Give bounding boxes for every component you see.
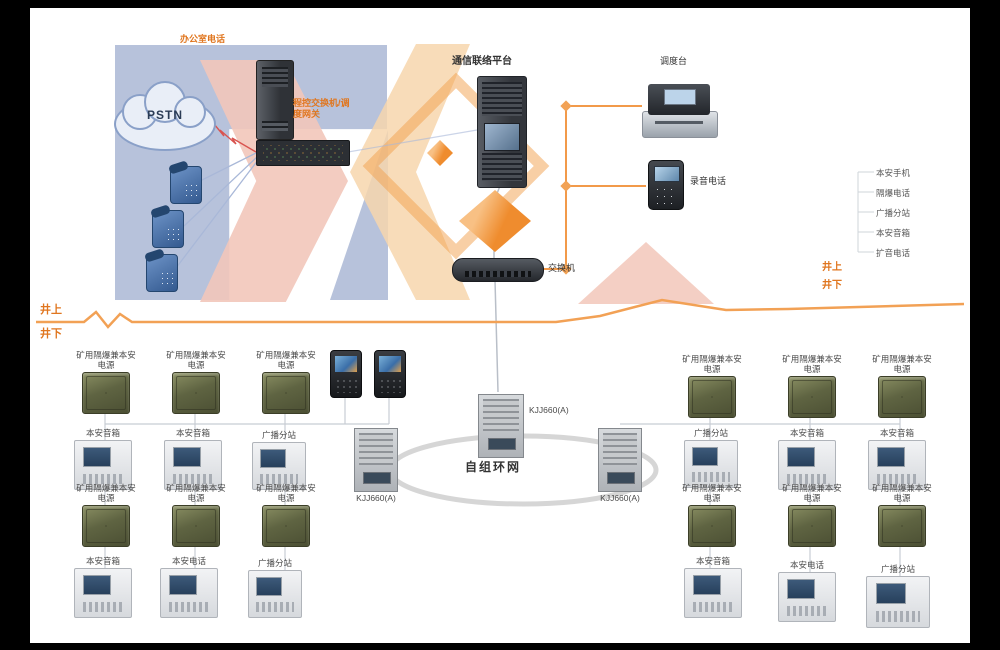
- surface-down-right-label: 井下: [822, 280, 842, 291]
- kjj660-center: KJJ660(A): [478, 394, 569, 458]
- broadcast-station-l1-label: 广播分站: [261, 430, 296, 441]
- speaker-station-r3: 本安音箱: [684, 556, 742, 618]
- power-supply-r2: 矿用隔爆兼本安电源: [782, 354, 842, 418]
- office-telephone-1: [170, 166, 202, 204]
- power-supply-r2-label: 矿用隔爆兼本安电源: [782, 353, 842, 375]
- office-phone-label: 办公室电话: [180, 34, 226, 44]
- pbx-label: 程控交换机/调度网关: [293, 98, 350, 119]
- office-telephone-3: [146, 254, 178, 292]
- power-supply-r5-label: 矿用隔爆兼本安电源: [782, 482, 842, 504]
- recording-phone-device: [648, 160, 684, 210]
- power-supply-r4: 矿用隔爆兼本安电源: [682, 483, 742, 547]
- power-supply-l4-label: 矿用隔爆兼本安电源: [76, 482, 136, 504]
- power-supply-l1-label: 矿用隔爆兼本安电源: [76, 349, 136, 371]
- communication-platform-server: [477, 76, 527, 188]
- printer-paper-slot: [655, 120, 703, 124]
- platform-label: 通信联络平台: [452, 56, 512, 67]
- speaker-station-l3-label: 本安音箱: [85, 556, 120, 567]
- power-supply-l3: 矿用隔爆兼本安电源: [256, 350, 316, 414]
- surface-up-right-label: 井上: [822, 262, 842, 273]
- handheld-phone-1: [330, 350, 362, 398]
- dispatch-console-device: [642, 84, 718, 138]
- pstn-cloud: [114, 81, 216, 151]
- speaker-station-l3: 本安音箱: [74, 556, 132, 618]
- broadcast-station-r2: 广播分站: [866, 564, 930, 628]
- pbx-rack-unit: [256, 140, 350, 166]
- handheld-phone-2: [374, 350, 406, 398]
- power-supply-r5: 矿用隔爆兼本安电源: [782, 483, 842, 547]
- power-supply-r3: 矿用隔爆兼本安电源: [872, 354, 932, 418]
- kjj660-left: KJJ660(A): [354, 428, 398, 503]
- surface-down-left-label: 井下: [40, 328, 62, 340]
- pstn-label: PSTN: [146, 108, 183, 122]
- legend-item-2: 隔爆电话: [876, 188, 911, 198]
- speaker-station-l2-label: 本安音箱: [175, 428, 210, 439]
- power-supply-r3-label: 矿用隔爆兼本安电源: [872, 353, 932, 375]
- office-telephone-2: [152, 210, 184, 248]
- printer-screen: [664, 89, 696, 106]
- printer-base: [642, 111, 718, 138]
- broadcast-station-r1: 广播分站: [684, 428, 738, 488]
- speaker-station-r1-label: 本安音箱: [789, 428, 824, 439]
- power-supply-r6-label: 矿用隔爆兼本安电源: [872, 482, 932, 504]
- phone-station-l1: 本安电话: [160, 556, 218, 618]
- broadcast-station-r1-label: 广播分站: [693, 428, 728, 439]
- power-supply-l6-label: 矿用隔爆兼本安电源: [256, 482, 316, 504]
- power-supply-r4-label: 矿用隔爆兼本安电源: [682, 482, 742, 504]
- switch-label: 交换机: [548, 263, 576, 273]
- kjj660-left-label: KJJ660(A): [356, 493, 396, 503]
- power-supply-l2: 矿用隔爆兼本安电源: [166, 350, 226, 414]
- kjj660-right: KJJ660(A): [598, 428, 642, 503]
- dispatch-console-label: 调度台: [660, 56, 688, 66]
- power-supply-l3-label: 矿用隔爆兼本安电源: [256, 349, 316, 371]
- phone-station-r1: 本安电话: [778, 560, 836, 622]
- power-supply-l5: 矿用隔爆兼本安电源: [166, 483, 226, 547]
- power-supply-l2-label: 矿用隔爆兼本安电源: [166, 349, 226, 371]
- legend-item-4: 本安音箱: [876, 228, 911, 238]
- speaker-station-r2-label: 本安音箱: [879, 428, 914, 439]
- kjj660-center-label: KJJ660(A): [529, 405, 569, 415]
- broadcast-station-l2: 广播分站: [248, 558, 302, 618]
- legend-item-5: 扩音电话: [876, 248, 911, 258]
- phone-station-r1-label: 本安电话: [789, 560, 824, 571]
- broadcast-station-l2-label: 广播分站: [257, 558, 292, 569]
- power-supply-l1: 矿用隔爆兼本安电源: [76, 350, 136, 414]
- speaker-station-r3-label: 本安音箱: [695, 556, 730, 567]
- legend-item-1: 本安手机: [876, 168, 911, 178]
- ring-network-label: 自组环网: [462, 458, 525, 475]
- power-supply-r1-label: 矿用隔爆兼本安电源: [682, 353, 742, 375]
- broadcast-station-r2-label: 广播分站: [880, 564, 915, 575]
- surface-up-left-label: 井上: [40, 304, 62, 316]
- power-supply-l6: 矿用隔爆兼本安电源: [256, 483, 316, 547]
- recording-phone-label: 录音电话: [690, 176, 727, 186]
- kjj660-right-label: KJJ660(A): [600, 493, 640, 503]
- legend-item-3: 广播分站: [876, 208, 911, 218]
- speaker-station-l1-label: 本安音箱: [85, 428, 120, 439]
- pbx-server-tower: [256, 60, 294, 140]
- power-supply-l4: 矿用隔爆兼本安电源: [76, 483, 136, 547]
- power-supply-r6: 矿用隔爆兼本安电源: [872, 483, 932, 547]
- phone-station-l1-label: 本安电话: [171, 556, 206, 567]
- power-supply-r1: 矿用隔爆兼本安电源: [682, 354, 742, 418]
- power-supply-l5-label: 矿用隔爆兼本安电源: [166, 482, 226, 504]
